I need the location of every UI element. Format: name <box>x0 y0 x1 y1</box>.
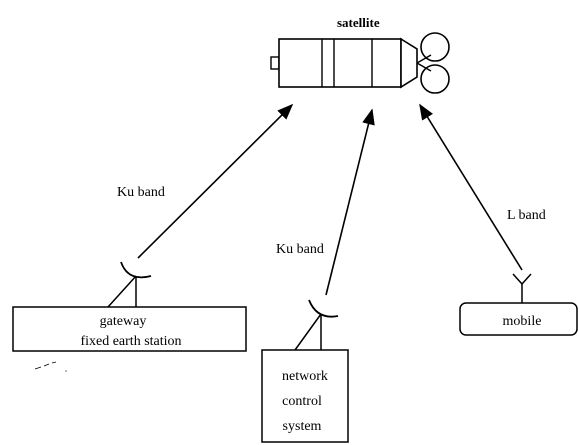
network-control-system-node: network control system <box>261 349 349 443</box>
ncs-dish-antenna-icon <box>294 299 339 351</box>
gateway-band-label: Ku band <box>117 185 165 200</box>
gateway-label-line1: gateway <box>100 314 147 329</box>
gateway-node: gateway fixed earth station <box>12 306 247 352</box>
l-band-link-mobile <box>419 103 523 271</box>
satellite-label: satellite <box>337 15 380 30</box>
mobile-band-label: L band <box>507 208 546 223</box>
ku-band-link-gateway <box>137 103 294 259</box>
mobile-label: mobile <box>503 314 542 329</box>
mobile-antenna-icon <box>512 273 532 303</box>
satellite-icon <box>270 32 450 94</box>
ncs-label-line1: network <box>282 369 328 384</box>
ncs-label-line2: control <box>282 394 322 409</box>
gateway-dish-antenna-icon <box>107 261 152 308</box>
scan-artifact <box>34 361 57 370</box>
scan-dot <box>65 370 67 372</box>
ncs-label-line3: system <box>283 419 322 434</box>
gateway-label-line2: fixed earth station <box>80 334 181 349</box>
ncs-band-label: Ku band <box>276 242 324 257</box>
ku-band-link-ncs <box>325 108 375 296</box>
mobile-node: mobile <box>459 302 578 336</box>
